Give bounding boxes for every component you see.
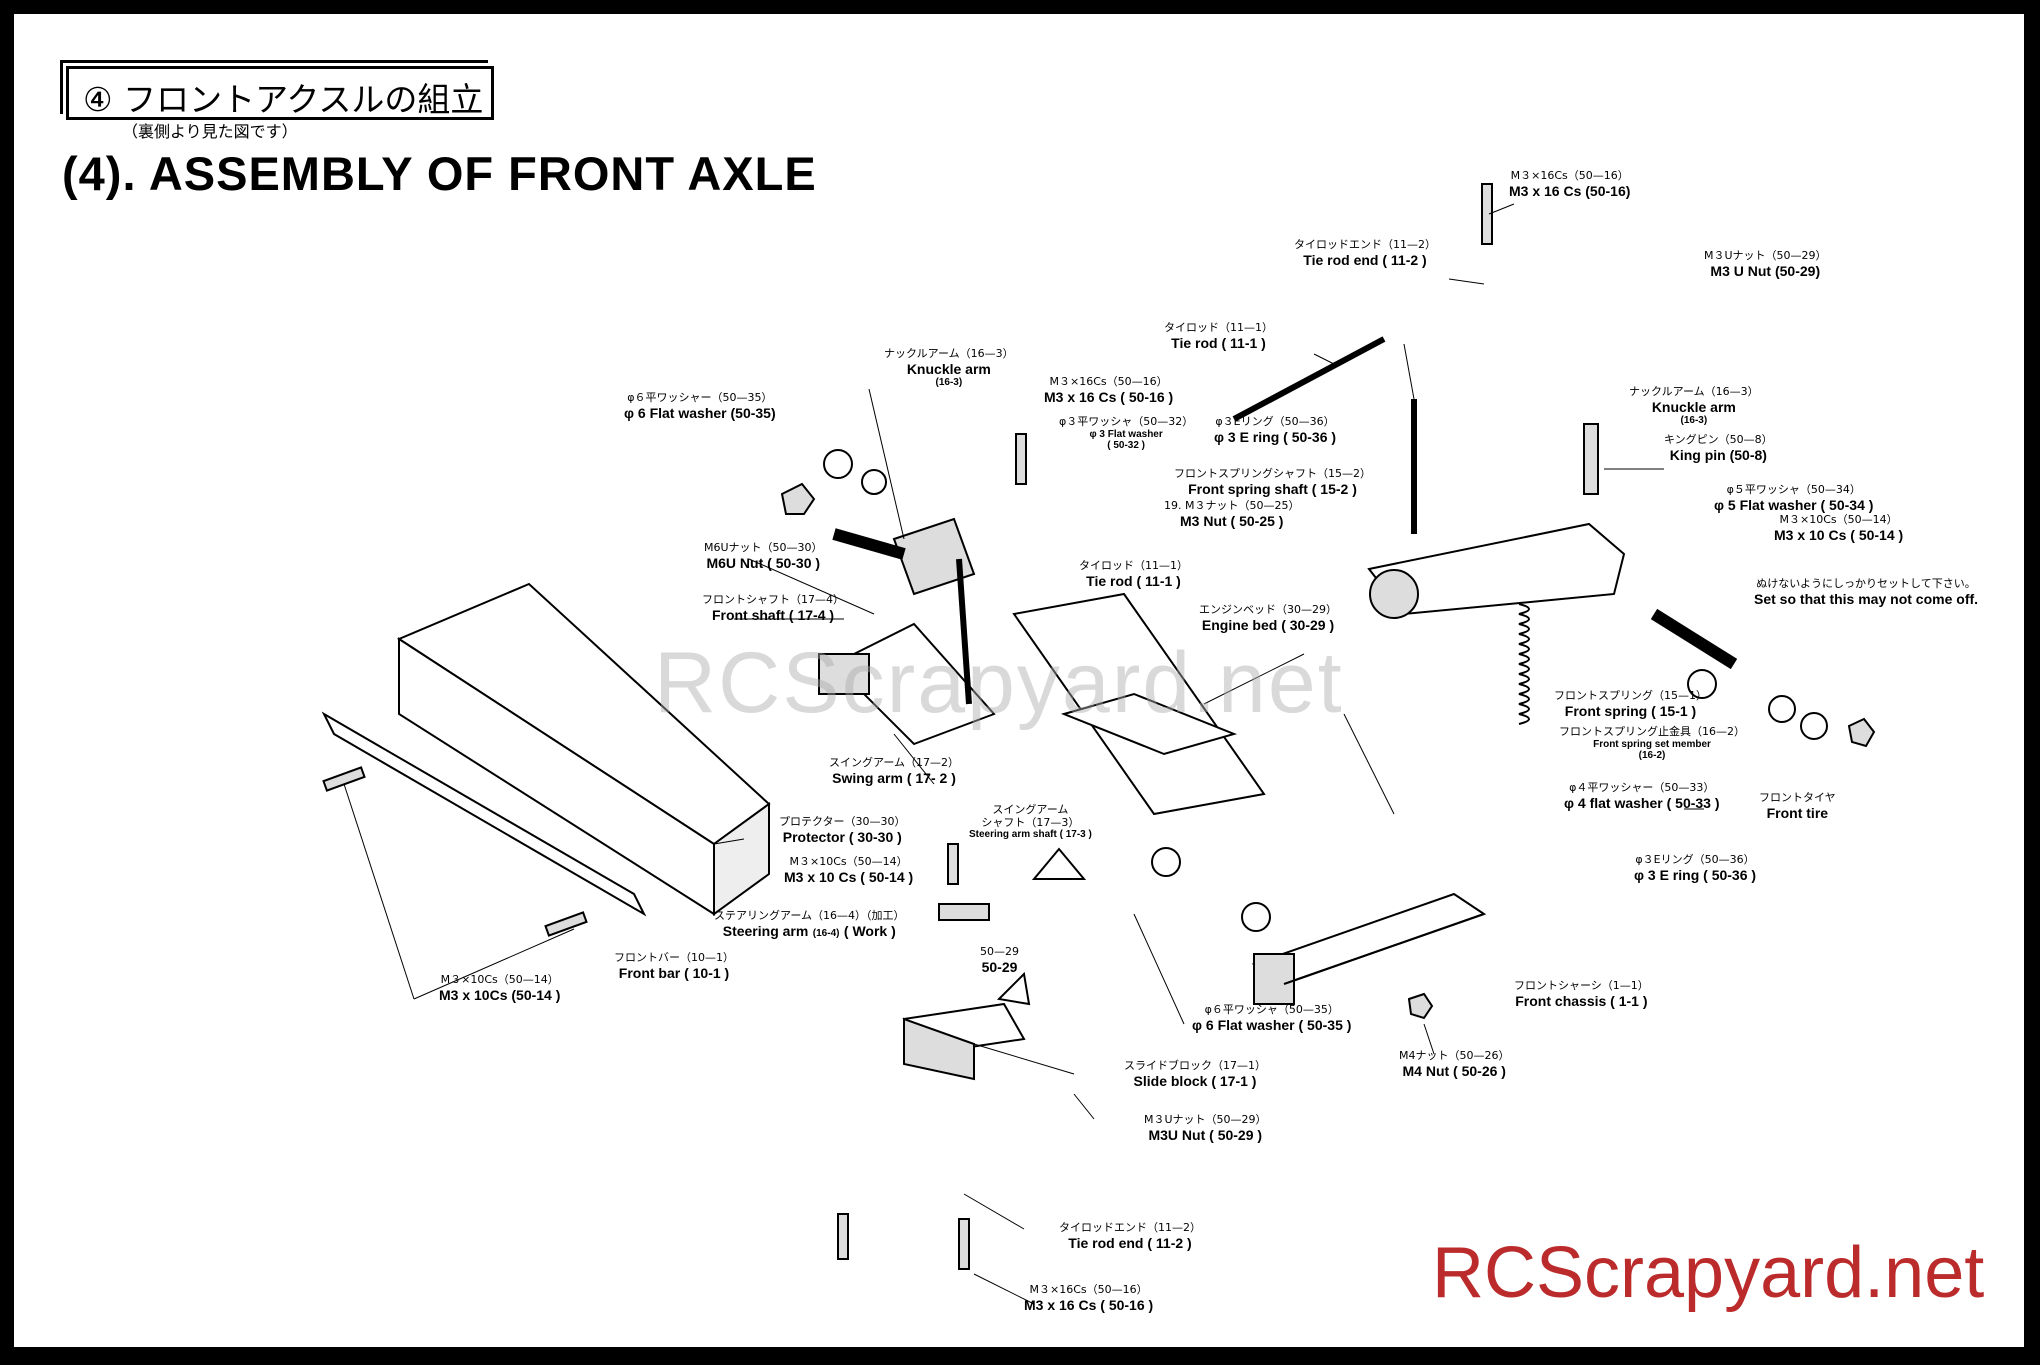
watermark-corner: RCScrapyard.net [1432,1233,1985,1313]
label-knuckle-arm-left: ナックルアーム（16—3）Knuckle arm(16-3) [884,347,1014,388]
washer-part [1800,712,1828,740]
tie-rod-part [1232,336,1386,422]
bolt-part [837,1213,849,1260]
label-protector: プロテクター（30—30）Protector ( 30-30 ) [779,815,906,845]
washer-part [1687,669,1717,699]
washer-part [1151,847,1181,877]
nut-part [1407,992,1434,1020]
front-shaft-part [832,528,906,560]
label-flat-washer-5: φ５平ワッシャ（50—34）φ 5 Flat washer ( 50-34 ) [1714,483,1874,513]
label-swing-arm: スイングアーム（17—2）Swing arm ( 17- 2 ) [829,756,960,786]
label-m3x10-right: M３×10Cs（50—14）M3 x 10 Cs ( 50-14 ) [1774,513,1904,543]
label-flat-washer-3: φ３平ワッシャ（50—32）φ 3 Flat washer( 50-32 ) [1059,415,1194,452]
label-front-bar: フロントバー（10—1）Front bar ( 10-1 ) [614,951,734,981]
washer-part [1241,902,1271,932]
label-tie-rod-mid: タイロッド（11—1）Tie rod ( 11-1 ) [1079,559,1188,589]
engine-bed-part [1012,592,1266,816]
nut-part [780,482,816,515]
bolt-part [322,766,366,792]
exploded-assembly-drawing [321,183,1876,1305]
front-bar-part [321,711,647,917]
label-front-spring-shaft: フロントスプリングシャフト（15—2）Front spring shaft ( … [1174,467,1371,497]
washer-part [861,469,887,495]
bolt-part [544,911,588,937]
front-spring-part [1518,603,1530,725]
label-warning-note: ぬけないようにしっかりセットして下さい。Set so that this may… [1754,577,1979,607]
label-steering-arm: ステアリングアーム（16—4）（加工） Steering arm (16-4) … [714,909,905,939]
label-m3-nut-19: 19. M３ナット（50—25）M3 Nut ( 50-25 ) [1164,499,1300,529]
label-tie-rod-end-bottom: タイロッドエンド（11—2）Tie rod end ( 11-2 ) [1059,1221,1201,1251]
label-tie-rod-end-top: タイロッドエンド（11—2）Tie rod end ( 11-2 ) [1294,238,1436,268]
label-engine-bed: エンジンベッド（30—29）Engine bed ( 30-29 ) [1199,603,1337,633]
bolt-part [1015,433,1027,485]
jp-title: ④ フロントアクスルの組立 [83,80,484,119]
label-m3u-nut-bottom: M３Uナット（50—29）M3U Nut ( 50-29 ) [1144,1113,1267,1143]
label-knuckle-arm-right: ナックルアーム（16—3）Knuckle arm(16-3) [1629,385,1759,426]
label-steering-arm-shaft: スイングアームシャフト（17—3）Steering arm shaft ( 17… [969,803,1092,841]
washer-part [823,449,853,479]
label-m6u-nut: M6Uナット（50—30）M6U Nut ( 50-30 ) [704,541,823,571]
label-m3x16-bottom: M３×16Cs（50—16）M3 x 16 Cs ( 50-16 ) [1024,1283,1154,1313]
king-pin-part [1583,423,1599,495]
slide-block-part [902,1002,1026,1081]
front-chassis-part [1251,892,1487,1005]
label-m3x16-top: M３×16Cs（50—16）M3 x 16 Cs (50-16) [1509,169,1631,199]
label-front-spring: フロントスプリング（15—1）Front spring ( 15-1 ) [1554,689,1707,719]
steering-arm-part [938,903,990,921]
label-flat-washer-6-bottom: φ６平ワッシャ（50—35）φ 6 Flat washer ( 50-35 ) [1192,1003,1352,1033]
label-e-ring-3-bottom: φ３Eリング（50—36）φ 3 E ring ( 50-36 ) [1634,853,1757,883]
assembly-arrow-left [996,971,1031,1006]
front-axle-stub-part [1650,608,1738,670]
knuckle-arm-right-part [1367,522,1626,619]
bolt-part [958,1218,970,1270]
label-slide-block: スライドブロック（17—1）Slide block ( 17-1 ) [1124,1059,1266,1089]
page-title: (4). ASSEMBLY OF FRONT AXLE [62,147,817,200]
label-m3x16-mid: M３×16Cs（50—16）M3 x 16 Cs ( 50-16 ) [1044,375,1174,405]
label-front-chassis: フロントシャーシ（1—1）Front chassis ( 1-1 ) [1514,979,1649,1009]
label-tie-rod-top: タイロッド（11—1）Tie rod ( 11-1 ) [1164,321,1273,351]
nut-part [1847,717,1876,748]
assembly-arrow-up [1031,847,1087,880]
knuckle-arm-left-part [892,517,976,705]
label-m3x10-center: M３×10Cs（50—14）M3 x 10 Cs ( 50-14 ) [784,855,914,885]
label-m3x10-left: M３×10Cs（50—14）M3 x 10Cs (50-14 ) [439,973,561,1003]
protector-part [396,582,771,916]
bolt-part [947,843,959,885]
label-e-ring-3-top: φ３Eリング（50—36）φ 3 E ring ( 50-36 ) [1214,415,1337,445]
washer-part [1768,695,1796,723]
label-front-shaft: フロントシャフト（17—4）Front shaft ( 17-4 ) [702,593,844,623]
label-front-spring-set: フロントスプリング止金具（16—2）Front spring set membe… [1559,725,1745,762]
label-m4-nut: M4ナット（50—26）M4 Nut ( 50-26 ) [1399,1049,1510,1079]
jp-title-box: ④ フロントアクスルの組立 [66,66,494,120]
label-m3u-nut-right: M３Uナット（50—29）M3 U Nut (50-29) [1704,249,1827,279]
manual-page: ④ フロントアクスルの組立 （裏側より見た図です） (4). ASSEMBLY … [14,14,2024,1347]
label-king-pin: キングピン（50—8）King pin (50-8) [1664,433,1773,463]
swing-arm-part [818,622,996,746]
label-flat-washer-6-top: φ６平ワッシャー（50—35）φ 6 Flat washer (50-35) [624,391,776,421]
jp-subtitle: （裏側より見た図です） [122,122,298,141]
label-flat-washer-4: φ４平ワッシャー（50—33）φ 4 flat washer ( 50-33 ) [1564,781,1720,811]
bolt-part [1481,183,1493,245]
watermark-center: RCScrapyard.net [654,635,1344,731]
